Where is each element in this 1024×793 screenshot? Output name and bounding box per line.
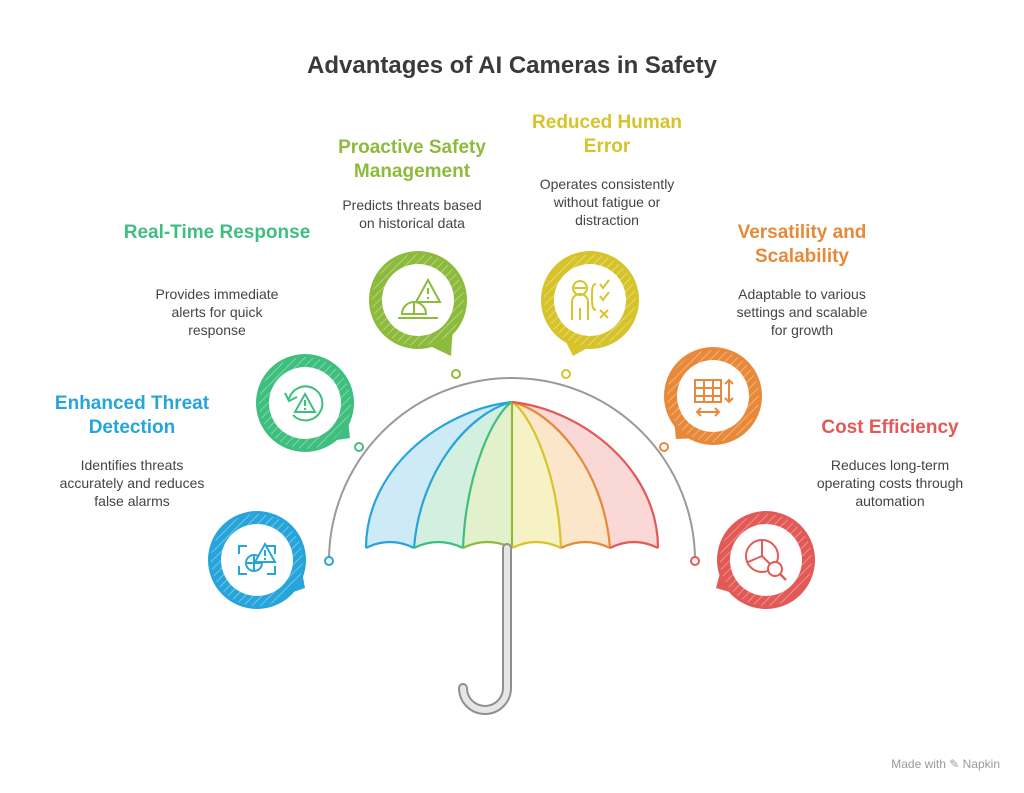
umbrella-canopy (364, 400, 660, 549)
benefit-heading-real-time: Real-Time Response (123, 222, 311, 243)
napkin-credit: Made with ✎ Napkin (891, 757, 1000, 771)
connector-arc (328, 377, 696, 562)
threat-detection-icon (238, 541, 277, 575)
umbrella-handle (458, 543, 512, 715)
benefit-badge-4 (541, 251, 639, 356)
connector-dot (324, 556, 334, 566)
benefit-badge-1 (208, 511, 306, 609)
benefit-heading-proactive: Proactive Safety Management (338, 137, 486, 182)
benefit-badge-5 (664, 347, 762, 445)
safety-warning-icon (398, 277, 442, 319)
chart-search-icon (745, 539, 787, 581)
connector-dot (561, 369, 571, 379)
grid-scale-icon (694, 378, 734, 417)
badge-core (554, 264, 626, 336)
connector-dot (690, 556, 700, 566)
page-title: Advantages of AI Cameras in Safety (307, 52, 717, 79)
person-checklist-icon (571, 279, 610, 320)
benefit-badge-6 (716, 511, 815, 609)
connector-dot (354, 442, 364, 452)
benefit-heading-human-error: Reduced Human Error (532, 112, 682, 157)
benefit-heading-cost: Cost Efficiency (821, 417, 959, 438)
benefit-heading-versatility: Versatility and Scalability (737, 222, 867, 267)
alert-refresh-icon (284, 385, 324, 422)
connector-dot (659, 442, 669, 452)
connector-dot (451, 369, 461, 379)
benefit-badge-3 (369, 251, 467, 356)
benefit-heading-threat-detection: Enhanced Threat Detection (54, 393, 210, 438)
benefit-badge-2 (256, 354, 354, 452)
